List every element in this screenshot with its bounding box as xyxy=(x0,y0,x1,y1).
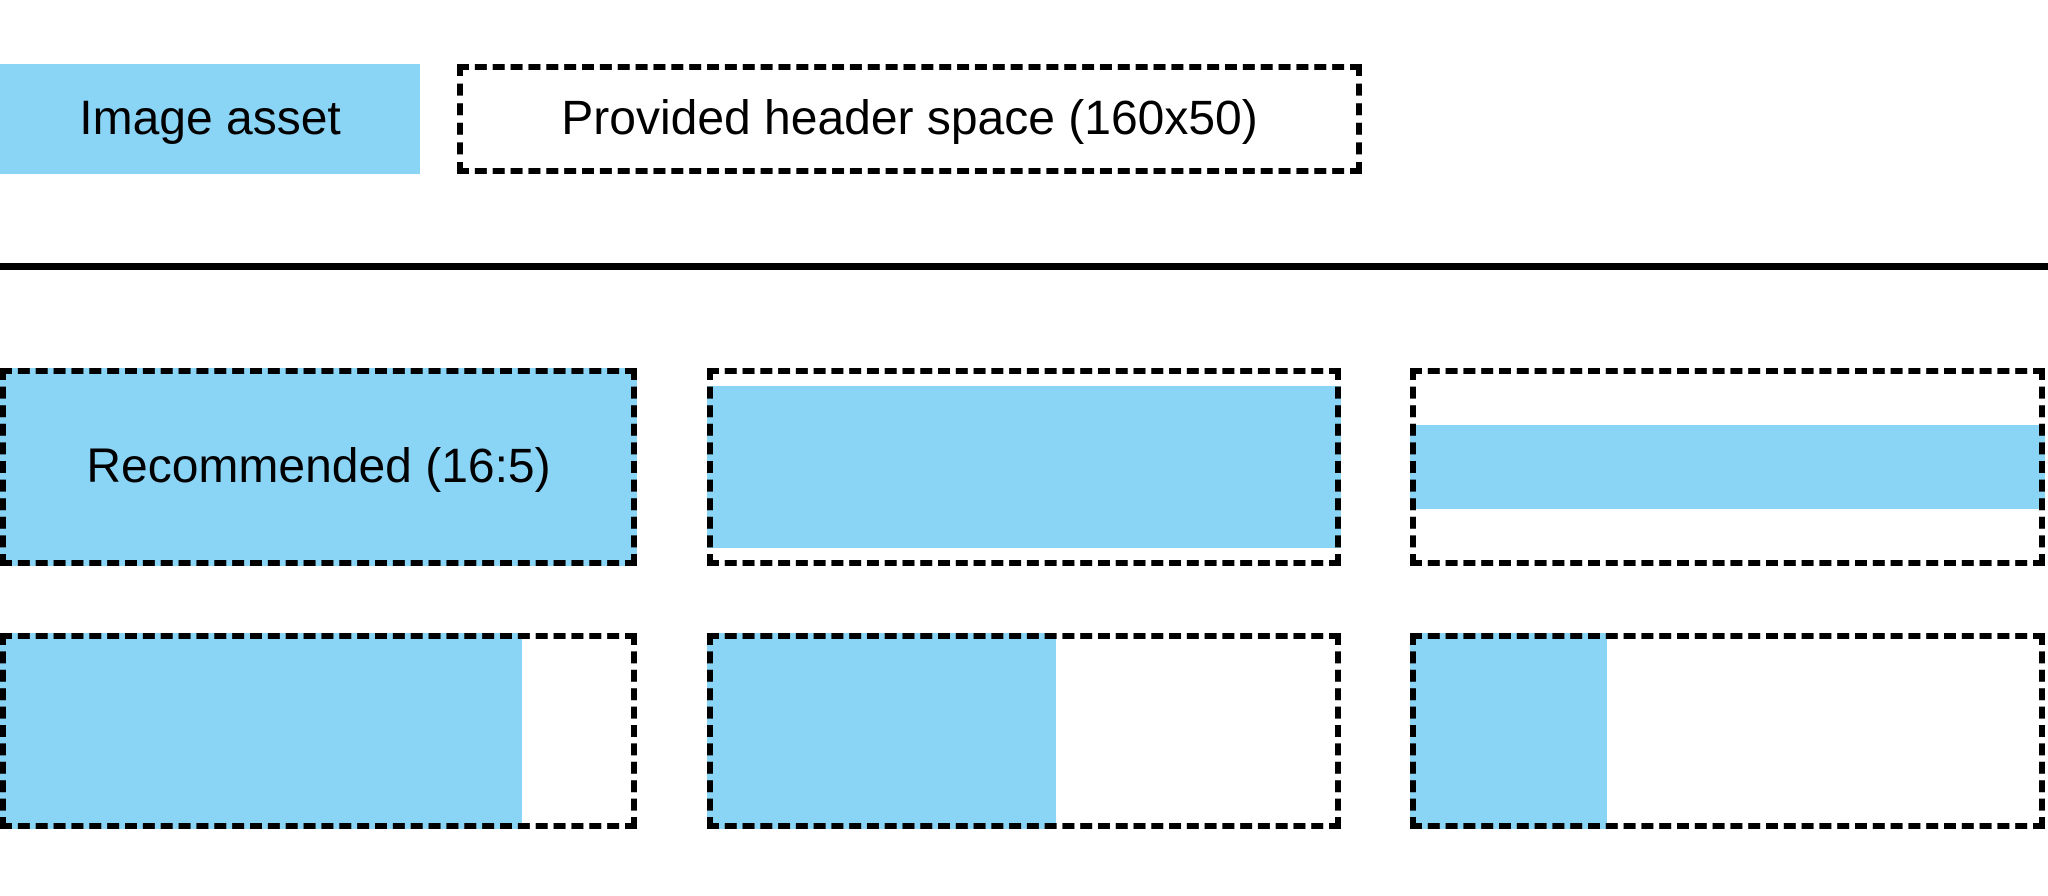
image-asset-fill xyxy=(707,633,1056,829)
image-asset-fill xyxy=(1410,633,1607,829)
example-tall-asset-31pct xyxy=(1410,633,2045,829)
legend-image-asset-swatch: Image asset xyxy=(0,64,420,174)
image-asset-fill xyxy=(707,385,1341,549)
recommended-label: Recommended (16:5) xyxy=(86,440,551,493)
image-asset-fill xyxy=(0,368,637,566)
legend-image-asset-label: Image asset xyxy=(79,92,341,145)
example-recommended-16-5: Recommended (16:5) xyxy=(0,368,637,566)
example-wide-asset-letterboxed xyxy=(707,368,1341,566)
divider-line xyxy=(0,263,2048,270)
image-asset-fill xyxy=(1410,425,2045,509)
example-tall-asset-55pct xyxy=(707,633,1341,829)
legend-provided-header-space-label: Provided header space (160x50) xyxy=(561,92,1258,145)
image-asset-fill xyxy=(0,633,523,829)
legend-provided-header-space-box: Provided header space (160x50) xyxy=(457,64,1362,174)
example-tall-asset-82pct xyxy=(0,633,637,829)
example-very-wide-asset-thin-bar xyxy=(1410,368,2045,566)
